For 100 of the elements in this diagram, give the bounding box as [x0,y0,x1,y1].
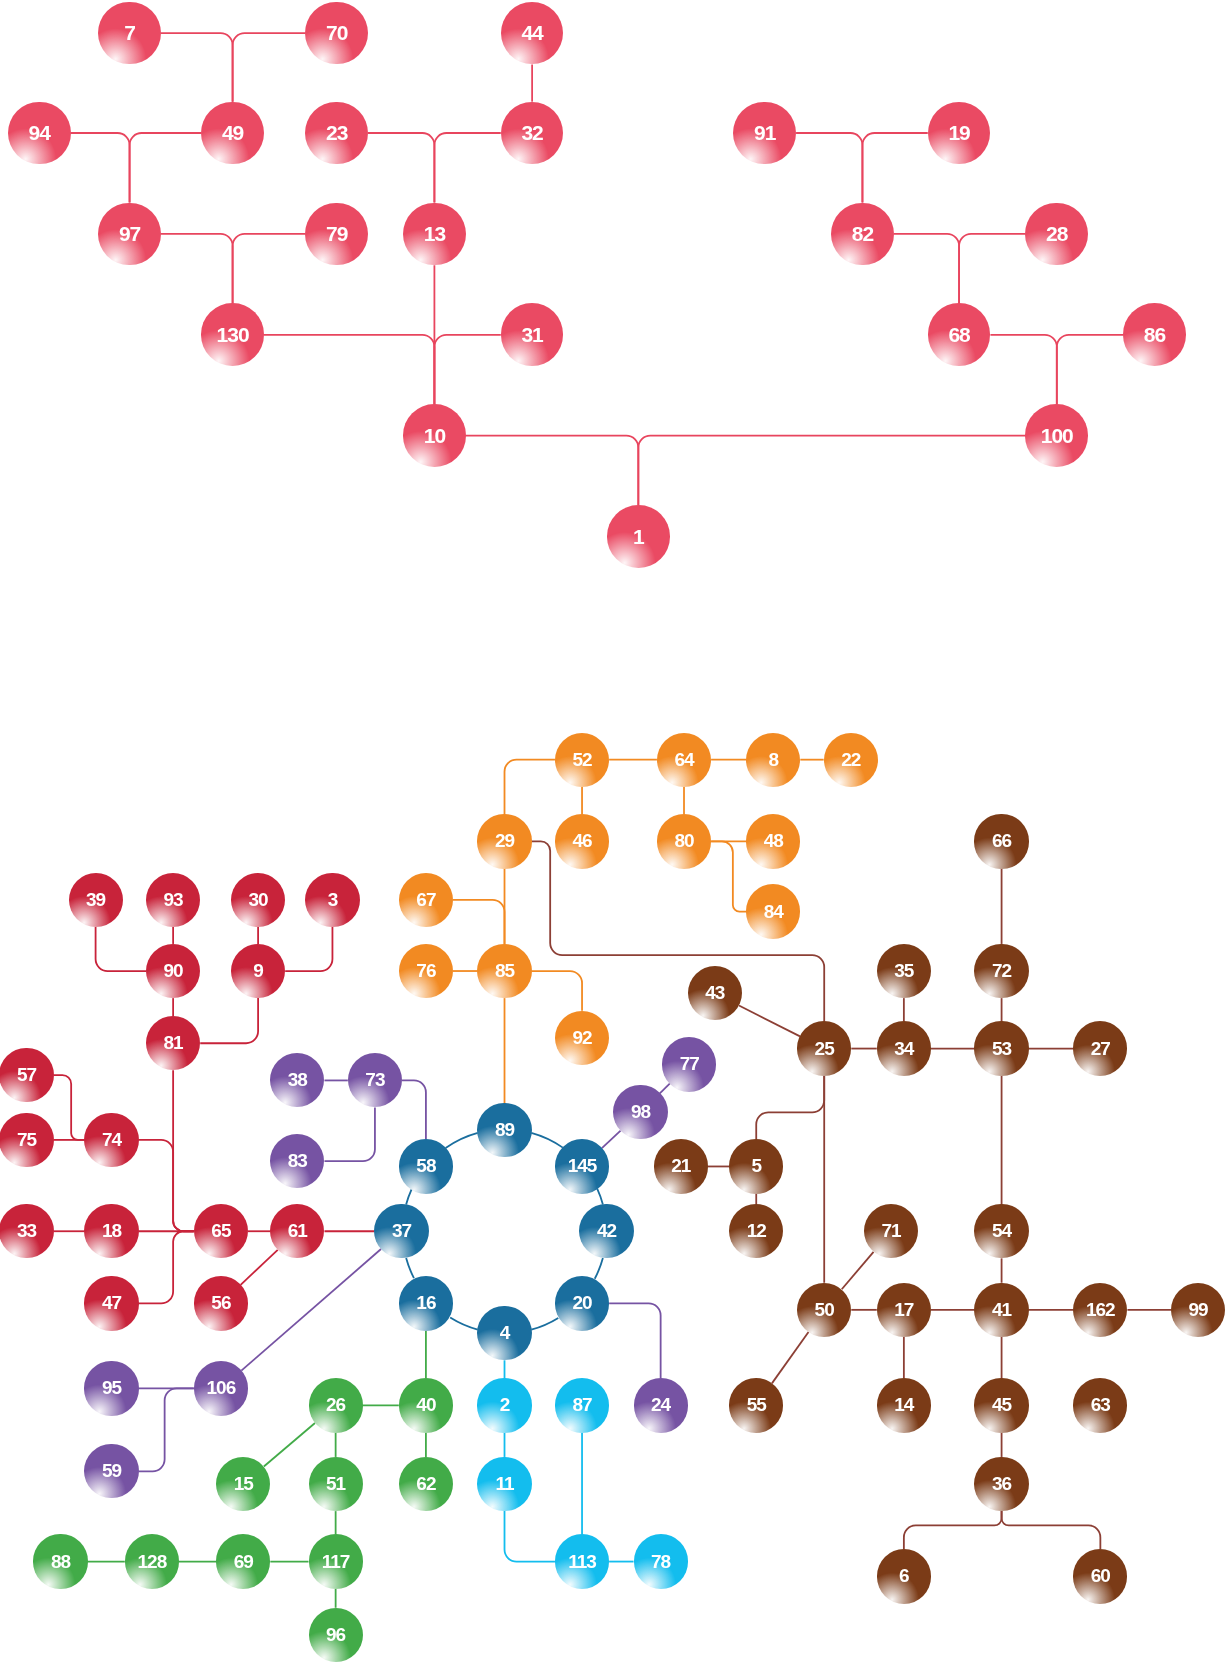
number-circle: 7 [98,1,161,65]
connector-line [52,1139,86,1141]
number-circle: 130 [201,303,264,367]
number-circle: 17 [876,1282,931,1337]
number-circle: 21 [653,1139,708,1194]
connector-line [608,1560,635,1563]
connector-line [581,1431,583,1536]
number-circle: 40 [398,1378,453,1433]
number-circle: 13 [403,202,466,266]
connector-line [1000,1510,1102,1551]
connector-line [637,434,1027,507]
number-circle: 15 [216,1456,271,1512]
connector-line [850,1308,878,1311]
connector-line [503,997,506,1105]
connector-line [1000,867,1003,945]
number-circle: 35 [876,943,931,999]
number-circle: 41 [974,1282,1029,1337]
connector-line [137,1230,195,1305]
connector-line [930,1308,976,1311]
number-circle: 14 [876,1378,931,1433]
number-circle: 85 [477,943,532,999]
connector-line [1000,1074,1003,1206]
number-circle: 1 [607,505,670,568]
number-circle: 162 [1073,1282,1128,1337]
connector-line [1126,1308,1172,1311]
number-circle: 33 [0,1204,54,1259]
number-circle: 97 [98,202,161,266]
number-circle: 29 [477,814,532,869]
number-circle: 66 [974,814,1029,869]
number-circle: 96 [308,1607,363,1662]
number-circle: 77 [662,1037,717,1092]
connector-line [405,1257,415,1279]
connector-line [231,233,307,305]
number-circle: 84 [746,884,801,939]
number-circle: 39 [68,872,123,927]
number-circle: 26 [308,1378,363,1433]
number-circle: 79 [305,202,368,266]
number-circle: 48 [746,814,801,869]
number-circle: 61 [270,1204,325,1259]
number-circle: 57 [0,1048,54,1103]
number-circle: 86 [1123,303,1186,367]
connector-line [503,758,556,816]
number-circle: 128 [124,1534,179,1589]
connector-line [334,1510,337,1536]
number-circle: 98 [613,1085,668,1140]
number-circle: 90 [146,943,201,999]
number-circle: 46 [554,814,610,869]
connector-line [902,1336,905,1380]
connector-line [137,1387,195,1473]
number-circle: 45 [974,1378,1029,1433]
number-circle: 71 [864,1204,919,1259]
connector-line [449,1316,479,1331]
connector-line [1000,1336,1003,1380]
connector-line [452,898,506,945]
number-circle: 74 [84,1112,139,1167]
connector-line [503,1359,506,1380]
connector-line [231,32,307,103]
number-circle: 88 [33,1534,88,1589]
number-circle: 9 [231,943,286,999]
number-circle: 95 [84,1361,139,1416]
connector-line [401,1079,427,1141]
number-circle: 100 [1025,404,1089,468]
connector-line [334,1587,337,1609]
number-circle: 94 [7,101,71,165]
number-circle: 76 [398,943,453,999]
number-circle: 60 [1073,1549,1128,1604]
number-circle: 27 [1073,1021,1128,1076]
number-circle: 106 [193,1361,248,1416]
number-circle: 43 [687,966,742,1021]
connector-line [531,63,533,103]
number-circle: 36 [974,1456,1029,1512]
number-circle: 62 [398,1456,453,1512]
connector-line [240,1248,382,1372]
connector-line [284,926,334,972]
connector-line [444,1131,479,1149]
connector-line [269,1560,310,1563]
connector-line [199,997,259,1045]
connector-line [334,1431,337,1458]
number-circle: 4 [477,1306,532,1361]
connector-line [530,1131,564,1149]
number-circle: 38 [270,1053,325,1108]
connector-line [1000,1257,1003,1284]
number-circle: 54 [974,1204,1029,1259]
connector-line [850,1047,878,1050]
connector-line [902,997,905,1023]
connector-line [1000,1431,1003,1458]
number-circle: 81 [146,1016,201,1071]
connector-line [433,132,502,204]
number-circle: 83 [270,1134,325,1189]
number-circle: 93 [146,872,201,927]
number-circle: 18 [84,1204,139,1259]
connector-line [503,1510,556,1563]
number-circle: 68 [927,303,991,367]
connector-line [425,1329,427,1380]
connector-line [1027,1047,1075,1050]
connector-line [323,1079,349,1082]
connector-line [707,1165,731,1168]
number-circle: 69 [216,1534,271,1589]
number-circle: 113 [554,1534,610,1589]
connector-line [608,1302,662,1380]
